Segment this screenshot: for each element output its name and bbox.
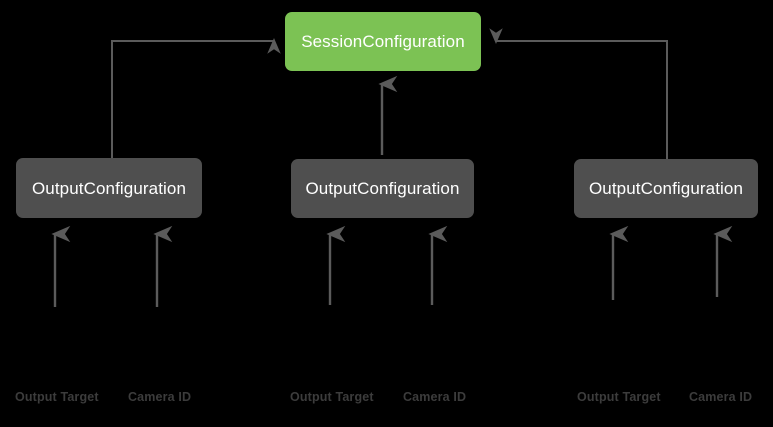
node-output-configuration-1[interactable]: OutputConfiguration: [16, 158, 202, 218]
leaf-label-camera-id-1: Camera ID: [128, 390, 192, 404]
node-output-configuration-2-label: OutputConfiguration: [305, 179, 460, 198]
leaf-label-output-target-3: Output Target: [577, 390, 661, 404]
leaf-label-output-target-1: Output Target: [15, 390, 99, 404]
edge-left-output-to-session: [111, 38, 281, 158]
node-output-configuration-2[interactable]: OutputConfiguration: [291, 159, 474, 218]
node-output-configuration-3-label: OutputConfiguration: [588, 179, 744, 198]
node-output-configuration-3[interactable]: OutputConfiguration: [574, 159, 758, 218]
edge-right-output-to-session: [489, 28, 668, 159]
leaf-label-output-target-2: Output Target: [290, 390, 374, 404]
leaf-label-camera-id-3: Camera ID: [689, 390, 753, 404]
node-session-configuration-label: SessionConfiguration: [301, 32, 465, 51]
node-session-configuration[interactable]: SessionConfiguration: [285, 12, 481, 71]
node-output-configuration-1-label: OutputConfiguration: [31, 178, 187, 198]
leaf-label-camera-id-2: Camera ID: [403, 390, 467, 404]
